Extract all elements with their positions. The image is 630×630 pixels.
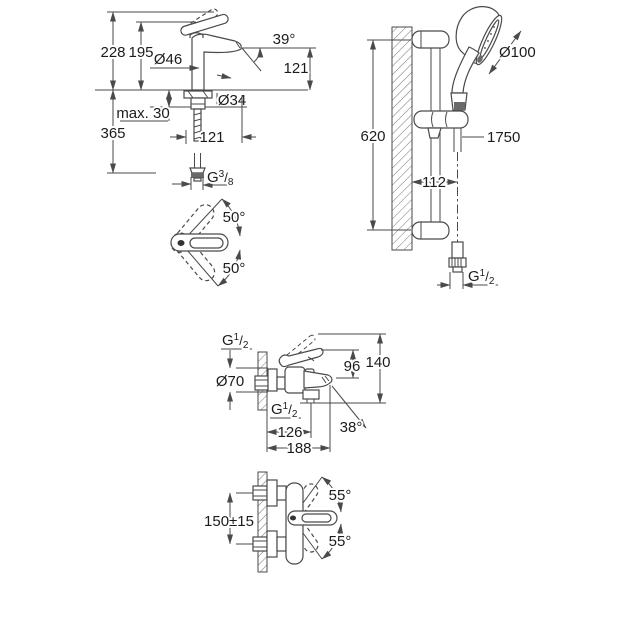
dim-label-140: 140 bbox=[365, 354, 390, 371]
dim-label-195: 195 bbox=[128, 44, 153, 61]
dim-bath-outlet-angle: 38° bbox=[331, 385, 367, 438]
dim-label-96: 96 bbox=[344, 358, 361, 375]
shower-holder bbox=[413, 110, 469, 139]
dim-wall-clearance: 112 bbox=[411, 172, 458, 193]
shower-hose bbox=[448, 128, 467, 273]
dim-label-55-lower: 55° bbox=[329, 533, 352, 550]
dim-shower-thread: G1/2 bbox=[437, 266, 498, 289]
dim-label-112: 112 bbox=[422, 174, 446, 191]
dim-label-d34: Ø34 bbox=[218, 92, 246, 109]
bath-mixer-side-view: G1/2 Ø70 96 140 G1/2 bbox=[214, 330, 393, 459]
dim-label-d100: Ø100 bbox=[499, 44, 536, 61]
dim-basin-max-deck: max. 30 bbox=[114, 89, 247, 124]
dim-bath-outlet-thread: G1/2 bbox=[269, 399, 301, 422]
bath-mixer-front-view: 55° 55° 150±15 bbox=[202, 471, 353, 573]
dim-bath-centers: 150±15 bbox=[202, 492, 256, 545]
dim-label-50-upper: 50° bbox=[223, 209, 246, 226]
bath-wall-union bbox=[254, 368, 286, 392]
bath-lever-pivot-dot bbox=[290, 515, 296, 521]
basin-cartridge-cap bbox=[189, 32, 204, 38]
dim-label-g12-shower: G1/2 bbox=[468, 268, 495, 287]
bath-shower-outlet bbox=[302, 389, 320, 403]
bath-top-connection bbox=[252, 479, 287, 507]
dim-basin-projection: 121 bbox=[170, 95, 256, 148]
bath-spout bbox=[303, 370, 333, 389]
dim-bath-spout-height: 96 bbox=[321, 349, 362, 379]
hand-shower-handle bbox=[450, 46, 480, 111]
basin-lever-pivot-dot bbox=[177, 240, 185, 246]
basin-lever-raised-dashed bbox=[182, 8, 219, 36]
rail-top-mount bbox=[411, 30, 450, 49]
dim-label-121-height: 121 bbox=[283, 60, 308, 77]
dim-hose-length: 1750 bbox=[462, 127, 522, 148]
dim-basin-spout-height: 121 bbox=[281, 47, 313, 91]
dim-bath-escutcheon: Ø70 bbox=[214, 350, 268, 410]
dim-basin-body-diameter: Ø46 bbox=[150, 49, 200, 71]
dim-bath-total-height: 140 bbox=[300, 333, 393, 404]
dim-basin-body-height: 195 bbox=[126, 21, 196, 91]
basin-mixer-drawing: 228 195 Ø46 39° 121 bbox=[95, 8, 316, 287]
dim-label-1750: 1750 bbox=[487, 129, 520, 146]
dim-label-150: 150±15 bbox=[204, 513, 254, 530]
dim-label-d46: Ø46 bbox=[154, 51, 182, 68]
dim-label-g38: G3/8 bbox=[207, 169, 234, 188]
wall-hatch bbox=[391, 26, 413, 251]
dim-label-d70: Ø70 bbox=[216, 373, 244, 390]
shower-rail-drawing: 620 Ø100 bbox=[358, 6, 538, 289]
dim-label-365: 365 bbox=[100, 125, 125, 142]
dim-label-228: 228 bbox=[100, 44, 125, 61]
dim-label-39deg: 39° bbox=[273, 31, 296, 48]
rail-bottom-mount bbox=[411, 221, 450, 240]
dim-basin-below-deck: 365 bbox=[98, 89, 156, 174]
dim-label-126: 126 bbox=[277, 424, 302, 441]
bath-body-side bbox=[284, 366, 306, 394]
dim-label-620: 620 bbox=[360, 128, 385, 145]
basin-supply-hose bbox=[189, 108, 206, 182]
dim-label-38deg: 38° bbox=[340, 419, 363, 436]
dim-label-55-upper: 55° bbox=[329, 487, 352, 504]
dim-label-121-proj: 121 bbox=[199, 129, 224, 146]
basin-top-view: 50° 50° bbox=[170, 198, 247, 287]
dim-rail-length: 620 bbox=[358, 39, 388, 231]
wall-hatch-front bbox=[257, 471, 268, 573]
basin-faucet-body bbox=[191, 33, 242, 91]
dim-basin-spout-angle: 39° bbox=[216, 29, 316, 79]
dim-basin-hole-diameter: Ø34 bbox=[216, 90, 248, 111]
dim-label-50-lower: 50° bbox=[223, 260, 246, 277]
dim-label-max30: max. 30 bbox=[116, 105, 169, 122]
dim-basin-thread: G3/8 bbox=[172, 167, 236, 190]
basin-mounting-hardware bbox=[183, 90, 213, 110]
basin-spout-aerator bbox=[235, 41, 241, 49]
dim-label-g12-inlet: G1/2 bbox=[222, 332, 249, 351]
dim-label-g12-outlet: G1/2 bbox=[271, 401, 298, 420]
dim-bath-total-projection: 188 bbox=[266, 385, 331, 459]
dim-head-diameter: Ø100 bbox=[488, 30, 538, 75]
bath-lever-raised-dashed bbox=[286, 334, 316, 359]
bath-lever-side bbox=[278, 347, 324, 368]
dim-bath-outlet-projection: 126 bbox=[266, 403, 312, 443]
basin-lever bbox=[180, 13, 229, 36]
dim-basin-total-height: 228 bbox=[98, 11, 214, 91]
dim-label-188: 188 bbox=[286, 440, 311, 457]
dim-bath-inlet-thread: G1/2 bbox=[220, 330, 252, 353]
